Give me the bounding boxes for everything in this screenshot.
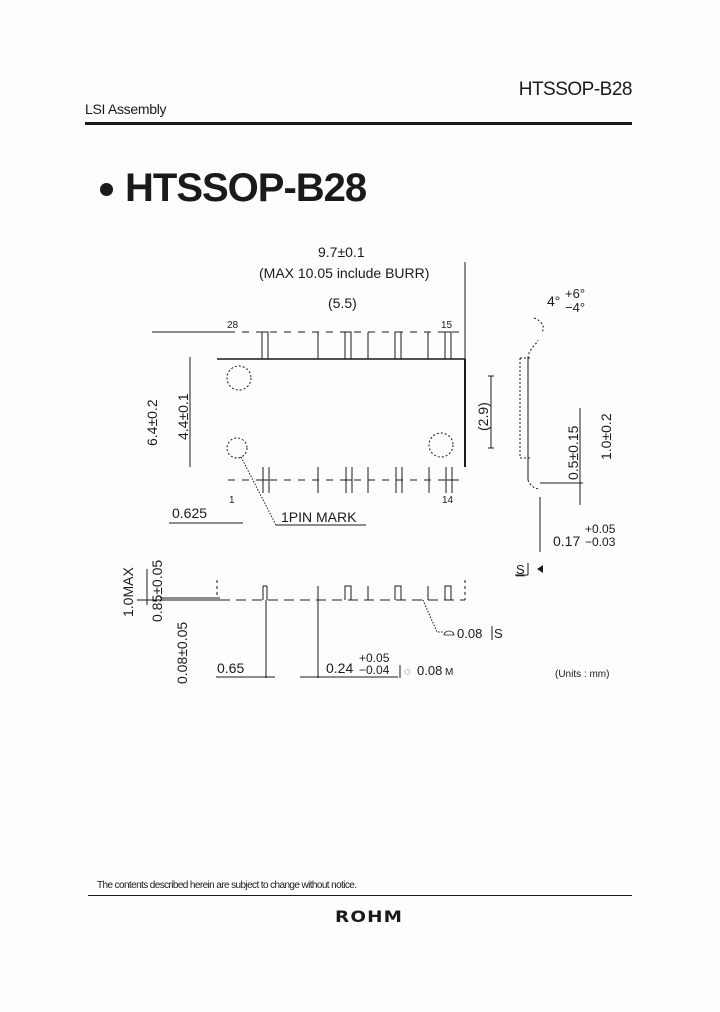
lead-thickness-dim: 0.17 bbox=[553, 533, 580, 549]
lead-width-dim: 0.24 bbox=[326, 660, 353, 676]
header-divider bbox=[85, 122, 632, 125]
pin-28-label: 28 bbox=[227, 320, 239, 331]
seating-plane-label: S bbox=[516, 562, 525, 577]
lead-thickness-plus: +0.05 bbox=[585, 522, 616, 536]
lead-thickness-minus: −0.03 bbox=[585, 535, 616, 549]
coplanarity-ref: S bbox=[494, 626, 503, 641]
lead-angle-plus: +6° bbox=[565, 286, 585, 301]
lead-length-dim: 1.0±0.2 bbox=[598, 413, 614, 460]
position-symbol: ◌ bbox=[404, 666, 411, 678]
exposed-pad-length: (5.5) bbox=[328, 295, 357, 311]
footer-divider bbox=[88, 895, 632, 896]
standoff-dim: 0.08±0.05 bbox=[174, 622, 190, 684]
body-height-dim: 0.85±0.05 bbox=[149, 560, 165, 622]
foot-length-dim: 0.5±0.15 bbox=[565, 425, 581, 480]
pin1-offset-dim: 0.625 bbox=[172, 505, 207, 521]
body-width-dim: 4.4±0.1 bbox=[175, 393, 191, 440]
page-title: HTSSOP-B28 bbox=[100, 166, 367, 211]
units-note: (Units : mm) bbox=[555, 669, 609, 680]
page-title-text: HTSSOP-B28 bbox=[125, 166, 367, 210]
pin-14-label: 14 bbox=[442, 495, 454, 506]
pin1-mark-label: 1PIN MARK bbox=[281, 509, 357, 525]
length-dim: 9.7±0.1 bbox=[318, 244, 365, 260]
position-tol: 0.08 bbox=[417, 663, 442, 678]
rohm-logo: ROHM bbox=[335, 907, 404, 926]
exposed-pad-width-dim: (2.9) bbox=[475, 402, 491, 431]
coplanarity-tol: 0.08 bbox=[457, 626, 482, 641]
lead-width-minus: −0.04 bbox=[359, 663, 390, 677]
length-note: (MAX 10.05 include BURR) bbox=[259, 265, 429, 281]
pin-15-label: 15 bbox=[441, 320, 453, 331]
lead-angle: 4° bbox=[547, 293, 560, 309]
section-label: LSI Assembly bbox=[85, 101, 167, 117]
lead-width-plus: +0.05 bbox=[359, 651, 390, 665]
change-notice: The contents described herein are subjec… bbox=[97, 880, 357, 891]
bullet-icon bbox=[100, 183, 113, 196]
max-height-dim: 1.0MAX bbox=[120, 567, 136, 617]
position-mod-icon: M bbox=[445, 667, 453, 678]
pitch-dim: 0.65 bbox=[217, 660, 244, 676]
overall-width-dim: 6.4±0.2 bbox=[144, 399, 160, 446]
lead-angle-minus: −4° bbox=[565, 300, 585, 315]
pin-1-label: 1 bbox=[229, 495, 235, 506]
package-code: HTSSOP-B28 bbox=[518, 79, 633, 100]
